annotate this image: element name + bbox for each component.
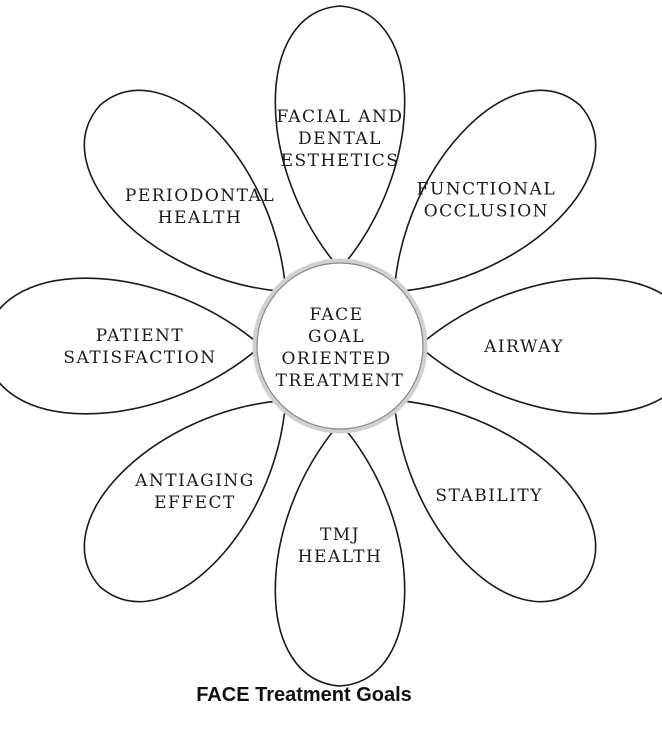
petal-label-line: ESTHETICS (281, 151, 400, 171)
petal-shape (393, 89, 597, 293)
center-line: GOAL (308, 327, 365, 347)
petal-shape (0, 277, 261, 415)
petal-label-line: OCCLUSION (424, 202, 549, 222)
petal-stability: STABILITY (393, 399, 597, 603)
petal-label-line: DENTAL (298, 129, 382, 149)
petal-label-line: PERIODONTAL (125, 186, 275, 206)
center-title: FACE GOAL ORIENTED TREATMENT (276, 305, 405, 391)
petal-shape (274, 5, 406, 269)
petal-label: STABILITY (435, 486, 543, 506)
petal-shape (393, 399, 597, 603)
center-circle-outline (256, 262, 424, 430)
petal-label-line: FUNCTIONAL (417, 180, 556, 200)
petal-label-line: SATISFACTION (63, 348, 216, 368)
center-hub: FACE GOAL ORIENTED TREATMENT (252, 258, 428, 434)
petal-label-line: EFFECT (154, 493, 236, 513)
petal-shape (274, 423, 406, 687)
petal-label-line: TMJ (320, 525, 360, 545)
petal-label: AIRWAY (483, 337, 564, 357)
center-line: TREATMENT (276, 371, 405, 391)
petal-airway: AIRWAY (419, 277, 662, 415)
petal-label-line: PATIENT (96, 326, 184, 346)
petal-label-line: ANTIAGING (134, 471, 255, 491)
center-circle (252, 258, 428, 434)
diagram-caption: FACE Treatment Goals (196, 684, 412, 706)
petal-label-line: FACIAL AND (276, 107, 403, 127)
center-line: FACE (310, 305, 364, 325)
petal-label-line: HEALTH (158, 208, 243, 228)
petal-label-line: HEALTH (298, 547, 383, 567)
petal-shape (83, 399, 287, 603)
petal-shape (83, 89, 287, 293)
center-line: ORIENTED (281, 349, 391, 369)
petal-shape (419, 277, 662, 415)
petal-label-line: AIRWAY (483, 337, 564, 357)
petal-label-line: STABILITY (435, 486, 543, 506)
